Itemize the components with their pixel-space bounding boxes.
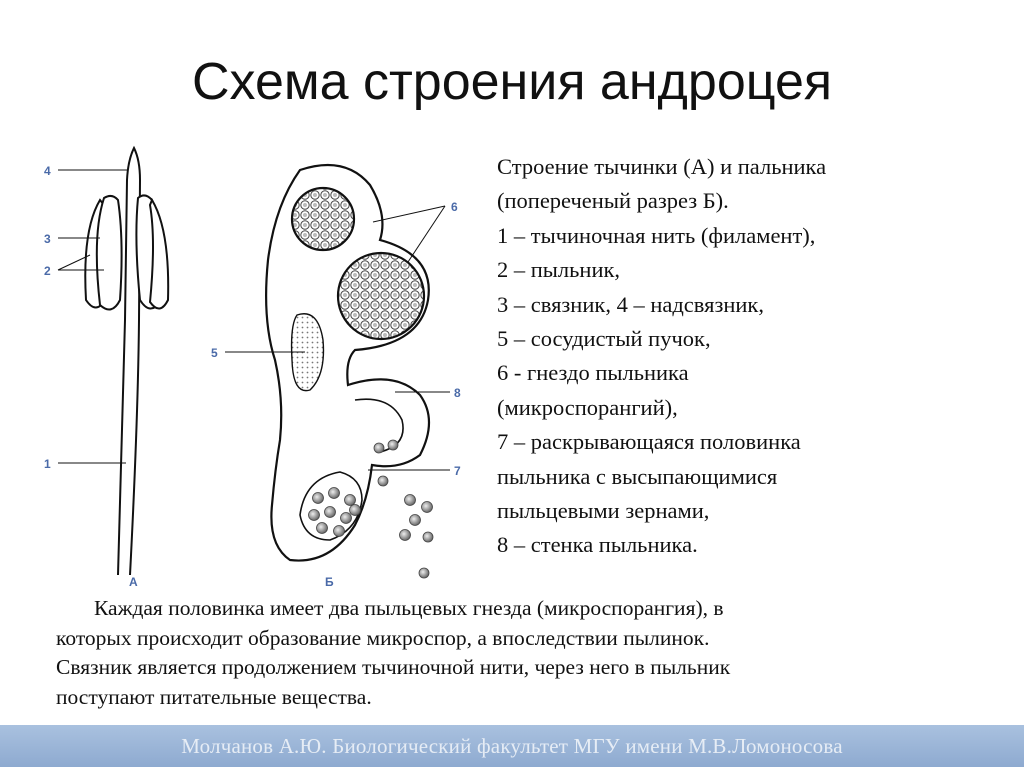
anther-lobe-left-inner: [95, 194, 123, 311]
legend-line: 1 – тычиночная нить (филамент),: [497, 222, 816, 248]
slide-title: Схема строения андроцея: [191, 53, 833, 111]
pollen-sac-lower: [336, 251, 426, 341]
legend-line: пыльника с высыпающимися: [497, 463, 778, 489]
legend-line: (микроспорангий),: [497, 394, 678, 420]
anther-cross-section-b: [225, 163, 450, 562]
description-paragraph: Каждая половинка имеет два пыльцевых гне…: [56, 594, 986, 712]
caption-b: Б: [325, 575, 334, 589]
paragraph-line: Связник является продолжением тычиночной…: [56, 655, 731, 679]
legend-line: 8 – стенка пыльника.: [497, 532, 698, 558]
label-5-b: 5: [211, 346, 218, 360]
label-3-a: 3: [44, 232, 51, 246]
footer-bar: Молчанов А.Ю. Биологический факультет МГ…: [0, 725, 1024, 767]
legend-line: 7 – раскрывающаяся половинка: [497, 429, 801, 455]
pollen-sac-upper: [290, 186, 356, 252]
footer-text: Молчанов А.Ю. Биологический факультет МГ…: [181, 734, 843, 758]
legend-line: Строение тычинки (А) и пальника: [497, 154, 827, 179]
label-1-a: 1: [44, 457, 51, 471]
pollen-grains: [308, 439, 434, 579]
stamen-figure-a: [57, 145, 170, 576]
legend-line: 5 – сосудистый пучок,: [497, 326, 711, 352]
vascular-bundle: [290, 313, 325, 392]
legend-line: 6 - гнездо пыльника: [497, 360, 689, 386]
label-8-b: 8: [454, 386, 461, 400]
opening-locule: [299, 471, 363, 541]
paragraph-line: которых происходит образование микроспор…: [56, 625, 710, 650]
label-6-b: 6: [451, 200, 458, 214]
legend-line: 3 – связник, 4 – надсвязник,: [497, 291, 764, 317]
legend-line: пыльцевыми зернами,: [497, 498, 710, 524]
label-7-b: 7: [454, 464, 461, 478]
anther-lobe-right-outer: [148, 197, 170, 310]
paragraph-line: поступают питательные вещества.: [56, 684, 372, 709]
legend-line: (попереченый разрез Б).: [497, 188, 729, 214]
paragraph-line: Каждая половинка имеет два пыльцевых гне…: [94, 596, 724, 620]
legend-text: Строение тычинки (А) и пальника (попереч…: [497, 150, 1017, 563]
legend-line: 2 – пыльник,: [497, 257, 621, 283]
caption-a: А: [129, 575, 138, 589]
label-4-a: 4: [44, 164, 51, 178]
label-2-a: 2: [44, 264, 51, 278]
filament: [117, 145, 142, 576]
